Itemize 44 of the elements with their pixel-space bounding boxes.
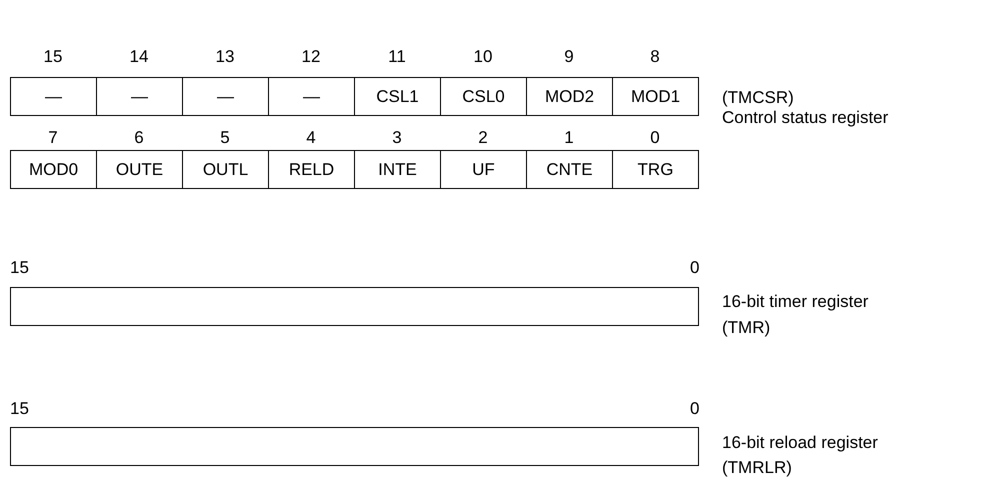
bit-field: MOD0 [10,150,97,189]
bit-field: CSL1 [354,77,441,116]
bit-number: 7 [47,128,59,148]
bit-number: 0 [690,399,700,419]
register-name: 16-bit reload register [722,433,878,453]
register-abbreviation: (TMCSR) [722,88,794,108]
register-name: 16-bit timer register [722,292,868,312]
bit-field: OUTL [182,150,269,189]
bit-number: 6 [133,128,145,148]
bit-number: 0 [649,128,661,148]
bit-field: MOD2 [526,77,613,116]
bit-number: 8 [649,47,661,67]
bit-number: 13 [214,47,236,67]
register-abbreviation: (TMRLR) [722,458,792,478]
bit-field: — [96,77,183,116]
bit-field: RELD [268,150,355,189]
register-bar [10,427,699,466]
bit-number: 10 [472,47,494,67]
bit-number: 1 [563,128,575,148]
bit-number: 15 [10,258,29,278]
bit-field: INTE [354,150,441,189]
bit-number: 0 [690,258,700,278]
bit-field: CSL0 [440,77,527,116]
bit-field: TRG [612,150,699,189]
bit-number: 9 [563,47,575,67]
bit-field: CNTE [526,150,613,189]
bit-number: 15 [42,47,64,67]
register-name: Control status register [722,108,888,128]
bit-field: — [182,77,269,116]
bit-field: — [10,77,97,116]
bit-field: — [268,77,355,116]
bit-number: 4 [305,128,317,148]
bit-number: 15 [10,399,29,419]
bit-number: 2 [477,128,489,148]
bit-number: 14 [128,47,150,67]
bit-number: 12 [300,47,322,67]
bit-field: MOD1 [612,77,699,116]
bit-number: 5 [219,128,231,148]
register-bar [10,287,699,326]
register-abbreviation: (TMR) [722,318,770,338]
bit-field: OUTE [96,150,183,189]
bit-number: 3 [391,128,403,148]
bit-field: UF [440,150,527,189]
bit-number: 11 [387,47,407,67]
